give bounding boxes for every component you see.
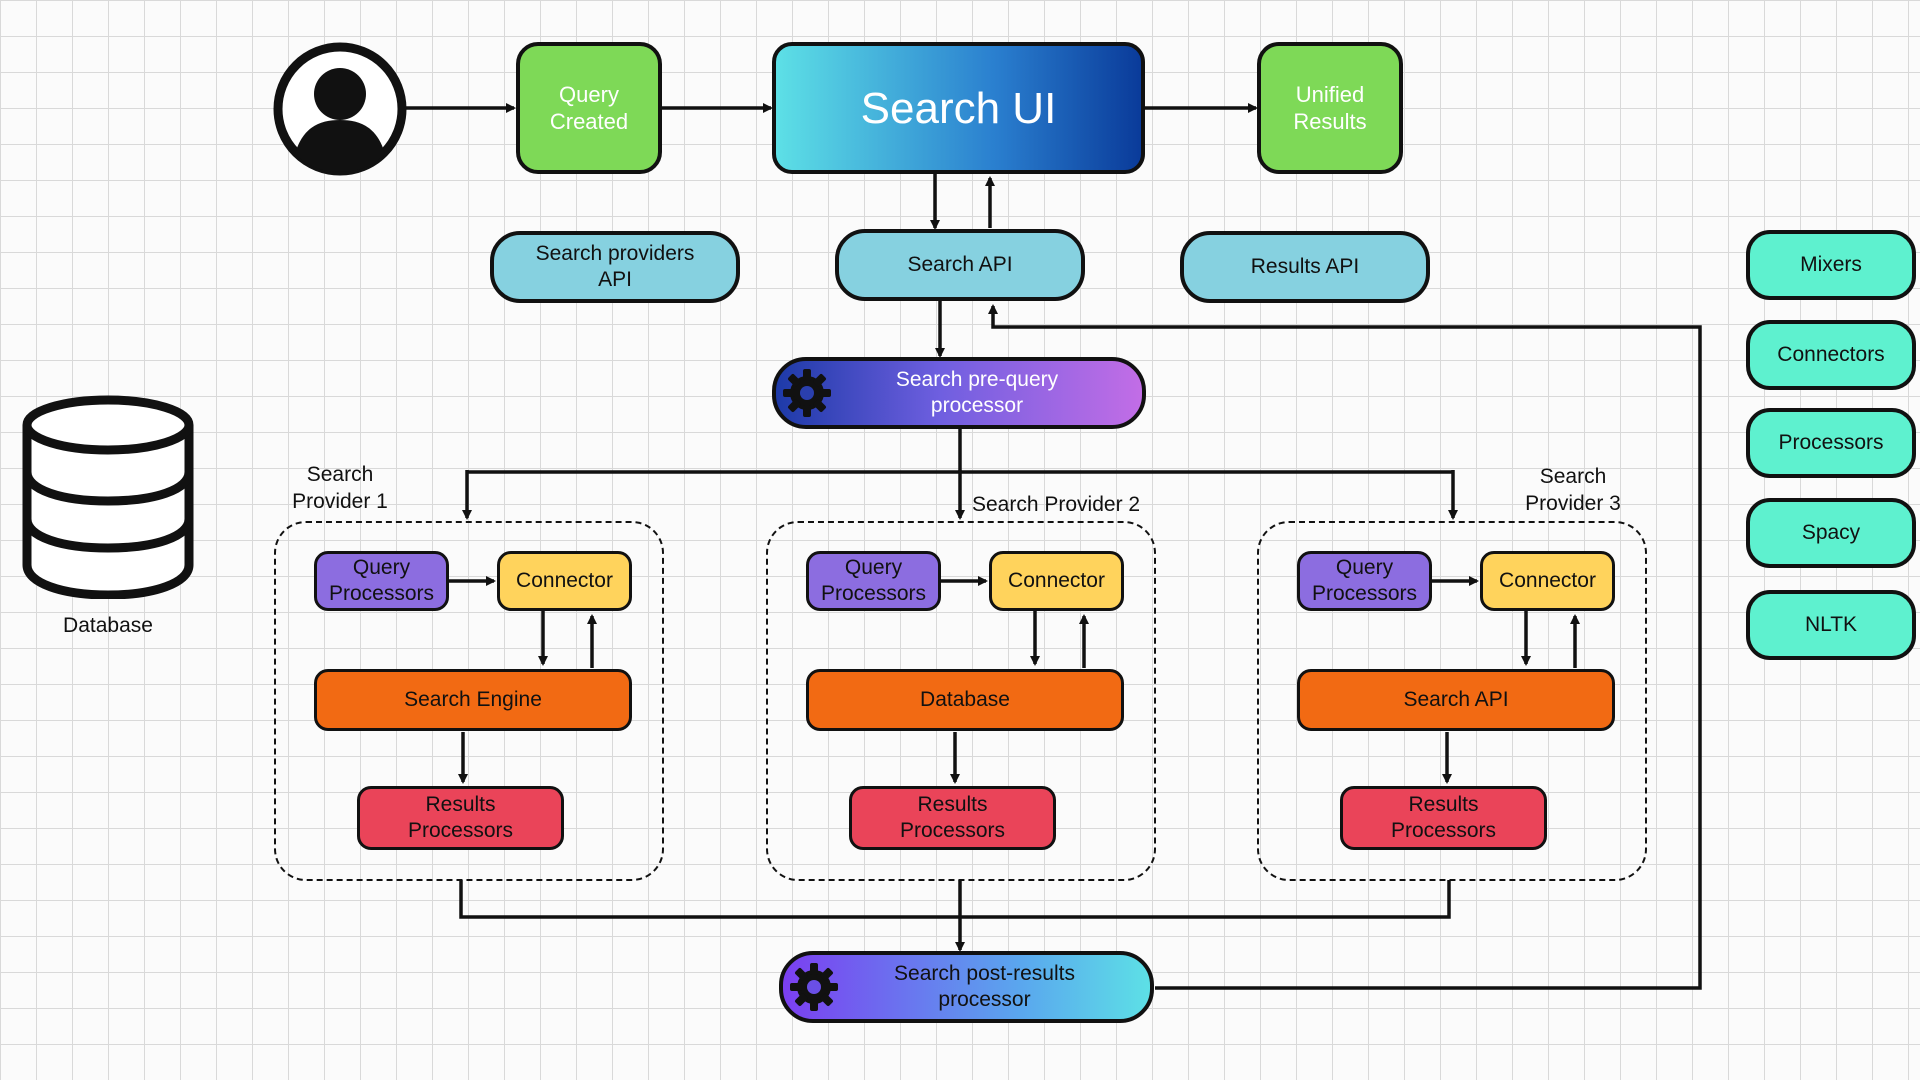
unified-results-node: Unified Results xyxy=(1257,42,1403,174)
provider-2-query-processors: Query Processors xyxy=(806,551,941,611)
database-icon xyxy=(22,395,194,600)
provider-2-database: Database xyxy=(806,669,1124,731)
provider-3-query-processors: Query Processors xyxy=(1297,551,1432,611)
search-providers-api-node: Search providers API xyxy=(490,231,740,303)
search-api-node: Search API xyxy=(835,229,1085,301)
provider-2-container xyxy=(766,521,1156,881)
search-post-results-processor-node: Search post-results processor xyxy=(779,951,1154,1023)
provider-3-results-processors: Results Processors xyxy=(1340,786,1547,850)
provider-1-connector: Connector xyxy=(497,551,632,611)
gear-icon xyxy=(780,366,834,420)
search-pre-query-processor-node: Search pre-query processor xyxy=(772,357,1146,429)
provider-2-results-processors: Results Processors xyxy=(849,786,1056,850)
feedback-loop-line xyxy=(988,304,1702,990)
results-api-node: Results API xyxy=(1180,231,1430,303)
provider-2-title: Search Provider 2 xyxy=(972,493,1141,516)
query-created-node: Query Created xyxy=(516,42,662,174)
side-item-processors: Processors xyxy=(1746,408,1916,478)
provider-1-container xyxy=(274,521,664,881)
side-item-mixers: Mixers xyxy=(1746,230,1916,300)
provider-3-connector: Connector xyxy=(1480,551,1615,611)
provider-2-connector: Connector xyxy=(989,551,1124,611)
database-icon-label: Database xyxy=(63,614,153,637)
provider-1-query-processors: Query Processors xyxy=(314,551,449,611)
side-item-spacy: Spacy xyxy=(1746,498,1916,568)
side-item-nltk: NLTK xyxy=(1746,590,1916,660)
provider-1-results-processors: Results Processors xyxy=(357,786,564,850)
provider-3-search-api: Search API xyxy=(1297,669,1615,731)
provider-1-search-engine: Search Engine xyxy=(314,669,632,731)
side-item-connectors: Connectors xyxy=(1746,320,1916,390)
provider-1-title: Search Provider 1 xyxy=(292,463,388,514)
provider-3-title: Search Provider 3 xyxy=(1525,465,1621,516)
search-ui-node: Search UI xyxy=(772,42,1145,174)
user-avatar-icon xyxy=(273,42,407,176)
provider-3-container xyxy=(1257,521,1647,881)
gear-icon xyxy=(787,960,841,1014)
